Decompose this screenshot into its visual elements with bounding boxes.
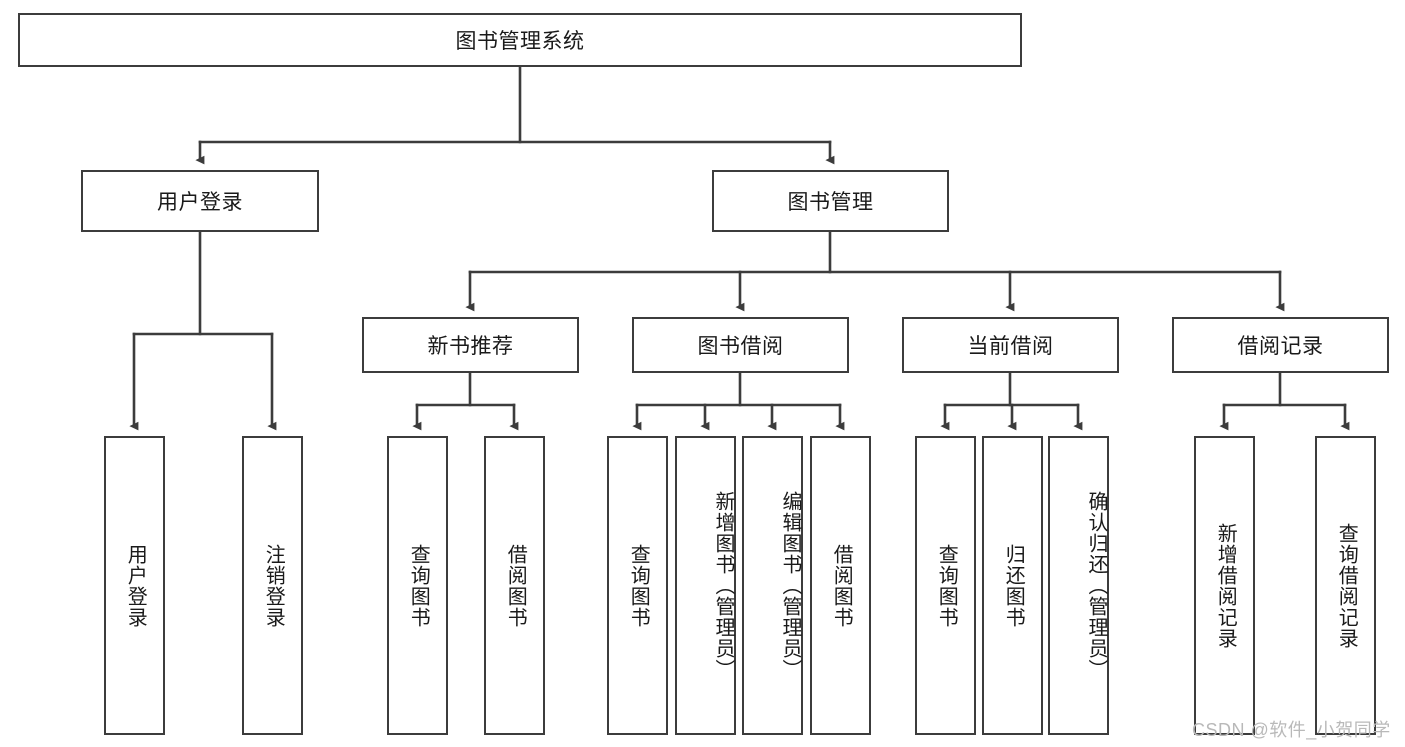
watermark: CSDN @软件_小贺同学 xyxy=(1192,720,1391,740)
leaf-edit-book[interactable]: 编辑图书（管理员） xyxy=(742,436,803,735)
leaf-add-record[interactable]: 新增借阅记录 xyxy=(1194,436,1255,735)
leaf-query-book-3[interactable]: 查询图书 xyxy=(915,436,976,735)
node-book-borrow-label: 图书借阅 xyxy=(697,335,784,358)
leaf-logout[interactable]: 注销登录 xyxy=(242,436,303,735)
leaf-borrow-book-2-label: 借阅图书 xyxy=(830,543,853,628)
node-root-label: 图书管理系统 xyxy=(455,30,585,53)
leaf-query-book-1-label: 查询图书 xyxy=(407,543,430,628)
node-root[interactable]: 图书管理系统 xyxy=(18,13,1022,67)
node-book-manage[interactable]: 图书管理 xyxy=(712,170,949,232)
leaf-add-book-label: 新增图书（管理员） xyxy=(712,491,734,680)
leaf-query-book-2-label: 查询图书 xyxy=(627,543,650,628)
leaf-query-record-label: 查询借阅记录 xyxy=(1335,522,1358,649)
leaf-query-book-2[interactable]: 查询图书 xyxy=(607,436,668,735)
leaf-query-book-3-label: 查询图书 xyxy=(935,543,958,628)
node-new-book-recommend-label: 新书推荐 xyxy=(427,335,514,358)
leaf-return-book-label: 归还图书 xyxy=(1002,543,1025,628)
leaf-return-book[interactable]: 归还图书 xyxy=(982,436,1043,735)
node-book-manage-label: 图书管理 xyxy=(787,191,874,214)
leaf-query-record[interactable]: 查询借阅记录 xyxy=(1315,436,1376,735)
leaf-borrow-book-1-label: 借阅图书 xyxy=(504,543,527,628)
leaf-user-login[interactable]: 用户登录 xyxy=(104,436,165,735)
node-current-borrow[interactable]: 当前借阅 xyxy=(902,317,1119,373)
leaf-logout-label: 注销登录 xyxy=(262,543,285,628)
leaf-edit-book-label: 编辑图书（管理员） xyxy=(779,491,801,680)
node-borrow-record-label: 借阅记录 xyxy=(1237,335,1324,358)
leaf-borrow-book-2[interactable]: 借阅图书 xyxy=(810,436,871,735)
leaf-add-book[interactable]: 新增图书（管理员） xyxy=(675,436,736,735)
leaf-user-login-label: 用户登录 xyxy=(124,543,147,628)
leaf-confirm-return-label: 确认归还（管理员） xyxy=(1085,491,1107,680)
node-borrow-record[interactable]: 借阅记录 xyxy=(1172,317,1389,373)
leaf-confirm-return[interactable]: 确认归还（管理员） xyxy=(1048,436,1109,735)
node-user-login-label: 用户登录 xyxy=(157,191,243,214)
node-current-borrow-label: 当前借阅 xyxy=(967,335,1054,358)
leaf-borrow-book-1[interactable]: 借阅图书 xyxy=(484,436,545,735)
node-new-book-recommend[interactable]: 新书推荐 xyxy=(362,317,579,373)
leaf-add-record-label: 新增借阅记录 xyxy=(1214,522,1237,649)
node-book-borrow[interactable]: 图书借阅 xyxy=(632,317,849,373)
node-user-login[interactable]: 用户登录 xyxy=(81,170,319,232)
leaf-query-book-1[interactable]: 查询图书 xyxy=(387,436,448,735)
